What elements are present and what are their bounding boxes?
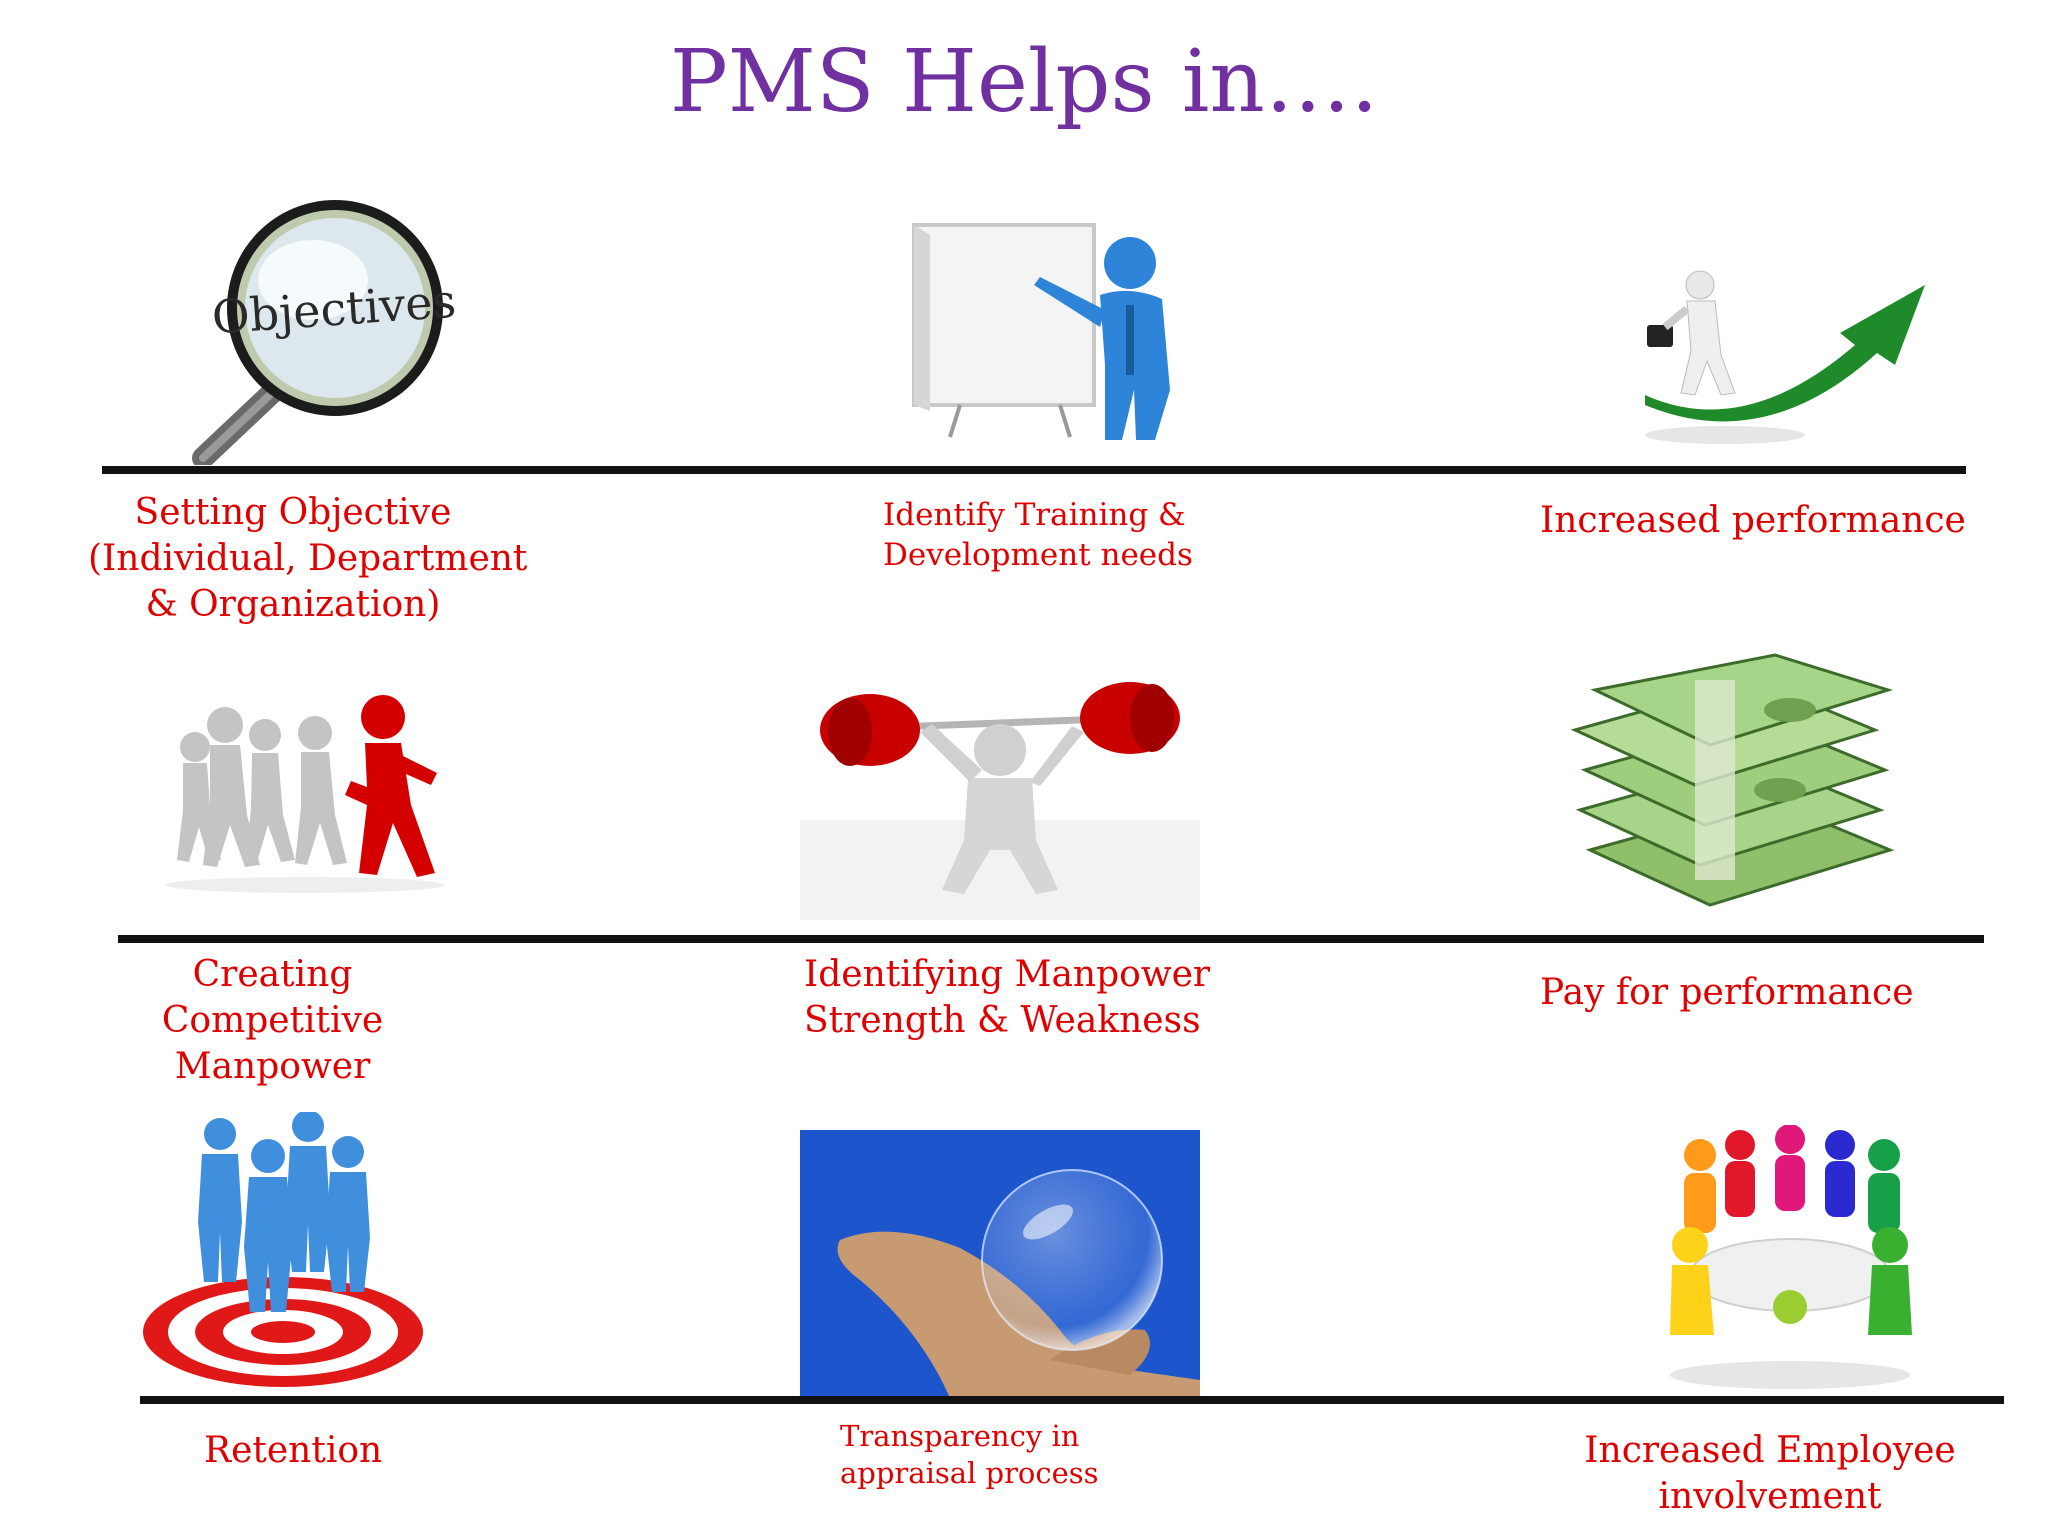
label-line: Setting Objective [134,492,452,533]
label-setting-objective: Setting Objective (Individual, Departmen… [88,490,528,628]
label-identify-training: Identify Training & Development needs [883,496,1193,575]
team-round-table-icon [1640,1125,1940,1395]
label-transparency: Transparency in appraisal process [840,1418,1099,1492]
slide-title: PMS Helps in…. [669,32,1379,132]
label-line: Pay for performance [1540,972,1914,1013]
money-stack-icon [1570,650,1895,915]
label-line: Identifying Manpower [804,954,1211,995]
label-line: Retention [204,1430,383,1471]
weightlifter-icon [800,670,1200,920]
row-divider-2 [118,935,1984,943]
label-line: Creating [192,954,353,995]
row-divider-1 [102,466,1966,474]
label-line: Increased Employee [1584,1430,1956,1471]
label-line: & Organization) [145,584,441,626]
label-identifying-manpower: Identifying Manpower Strength & Weakness [804,952,1210,1044]
presenter-board-icon [900,215,1200,440]
label-line: (Individual, Department [88,538,528,580]
label-line: Increased performance [1540,500,1966,541]
label-creating-competitive-manpower: Creating Competitive Manpower [130,952,415,1090]
label-increased-employee-involvement: Increased Employee involvement [1560,1428,1980,1520]
team-on-target-icon [138,1112,428,1392]
label-line: Strength & Weakness [804,1000,1201,1042]
label-pay-for-performance: Pay for performance [1540,970,1914,1016]
label-line: Transparency in [840,1419,1080,1453]
objectives-magnifier-icon: Objectives [185,190,455,465]
label-line: appraisal process [840,1456,1099,1491]
rising-arrow-runner-icon [1625,265,1930,455]
label-line: Identify Training & [883,497,1186,533]
label-line: involvement [1658,1476,1882,1518]
label-increased-performance: Increased performance [1540,498,1966,544]
label-line: Development needs [883,536,1193,573]
label-line: Manpower [174,1046,371,1088]
race-runners-icon [155,695,455,895]
hand-holding-bubble-icon [800,1130,1200,1398]
row-divider-3 [140,1396,2004,1404]
label-line: Competitive [161,1000,384,1042]
label-retention: Retention [204,1428,382,1474]
